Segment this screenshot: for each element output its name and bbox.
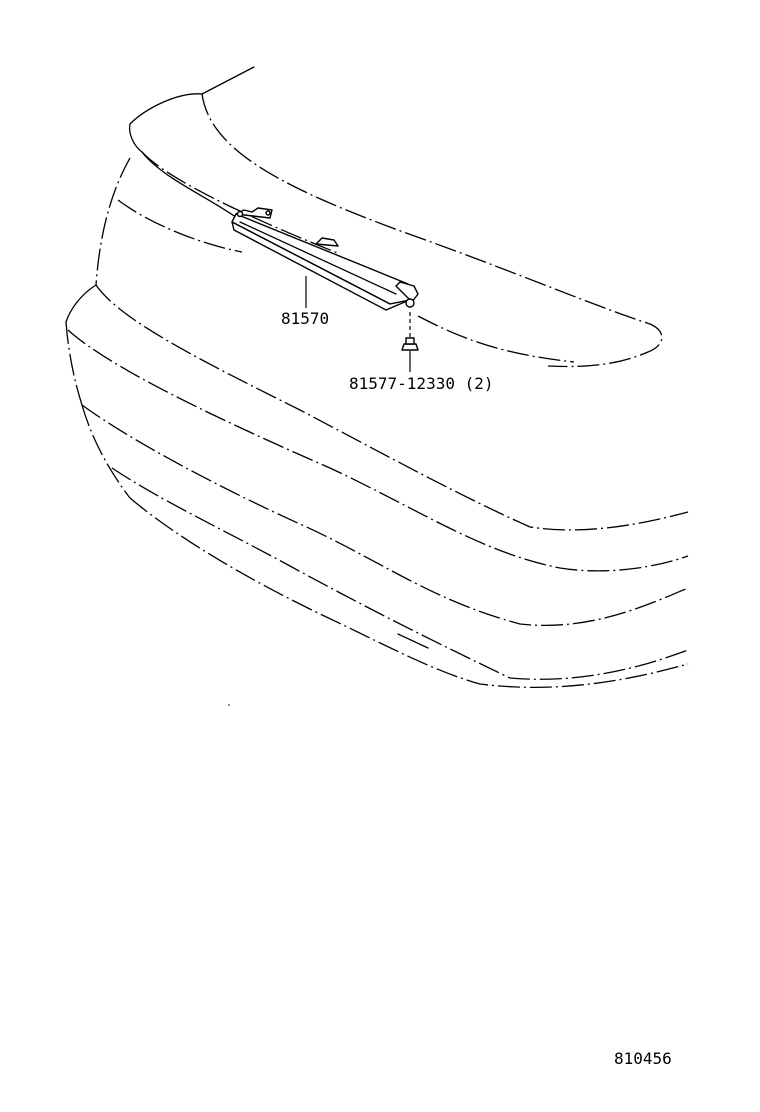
stray-dot [228, 704, 230, 706]
mounting-screw [401, 312, 419, 351]
rear-bumper-outline [65, 284, 689, 688]
callout-screw-part-number: 81577-12330 (2) [349, 374, 494, 393]
figure-code: 810456 [614, 1049, 672, 1068]
rear-panel-outline [95, 157, 243, 286]
high-mount-stop-lamp [231, 207, 419, 311]
trunk-lid-outline [128, 66, 663, 368]
callout-lamp-part-number: 81570 [281, 309, 329, 328]
